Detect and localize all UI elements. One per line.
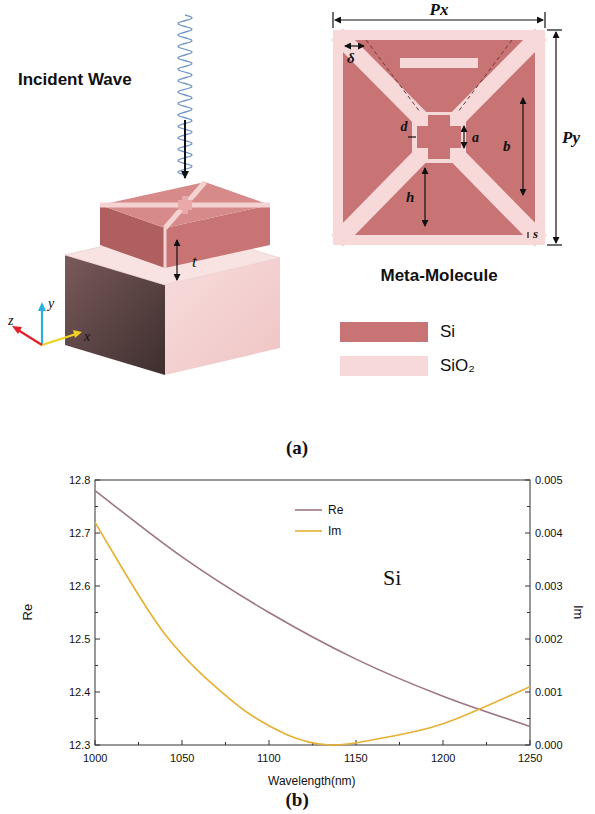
axis-title: Wavelength(nm)	[268, 775, 356, 788]
axis-letter: x	[84, 329, 90, 344]
tick-label: 0.000	[535, 739, 563, 751]
material-label: Si	[383, 566, 401, 590]
dimension-label: δ	[347, 50, 355, 67]
dimension-label: t	[192, 253, 197, 272]
tick-label: 12.4	[69, 686, 90, 698]
legend-text: SiO₂	[440, 357, 475, 376]
tick-label: 1050	[170, 752, 194, 764]
dimension-t	[176, 240, 177, 280]
tick-label: 12.5	[69, 633, 90, 645]
tick-label: 0.002	[535, 633, 563, 645]
axis-title: Im	[571, 605, 585, 619]
tick-label: 1100	[257, 752, 281, 764]
tick-label: 12.8	[69, 474, 90, 486]
wave-arrow	[184, 120, 186, 178]
axis-letter: y	[48, 296, 54, 311]
panel-label: (a)	[286, 438, 308, 459]
re-curve	[95, 491, 530, 727]
legend-line	[295, 530, 322, 532]
dimension-label: b	[503, 138, 511, 155]
dimension-label: h	[406, 189, 414, 206]
tick-label: 1150	[344, 752, 368, 764]
legend-text: Im	[328, 525, 341, 538]
legend-text: Re	[328, 504, 343, 517]
dimension-label: d	[401, 119, 408, 134]
legend-swatch	[340, 322, 428, 342]
legend-swatch	[340, 356, 428, 376]
dimension-label: Px	[430, 1, 449, 20]
si-layer	[100, 182, 270, 268]
axis-ticks	[95, 480, 530, 745]
figure-title: Meta-Molecule	[381, 267, 498, 286]
tick-label: 12.6	[69, 580, 90, 592]
dimension-label: a	[472, 130, 479, 145]
tick-label: 0.001	[535, 686, 563, 698]
dimension-label: s	[533, 227, 538, 241]
legend-text: Si	[440, 323, 455, 342]
tick-label: 1200	[431, 752, 455, 764]
tick-label: 1250	[518, 752, 542, 764]
dimension-label: Py	[562, 129, 580, 148]
panel-label: (b)	[286, 790, 309, 811]
tick-label: 1000	[83, 752, 107, 764]
axes	[12, 302, 82, 345]
tick-label: 0.004	[535, 527, 563, 539]
legend-line	[295, 509, 322, 511]
chart-frame	[95, 480, 530, 745]
meta-molecule	[333, 12, 562, 245]
incident-wave-label: Incident Wave	[18, 71, 132, 90]
axis-title: Re	[21, 604, 35, 621]
tick-label: 12.3	[69, 739, 90, 751]
tick-label: 12.7	[69, 527, 90, 539]
tick-label: 0.003	[535, 580, 563, 592]
axis-letter: z	[8, 313, 13, 328]
tick-label: 0.005	[535, 474, 563, 486]
im-curve	[95, 522, 530, 745]
